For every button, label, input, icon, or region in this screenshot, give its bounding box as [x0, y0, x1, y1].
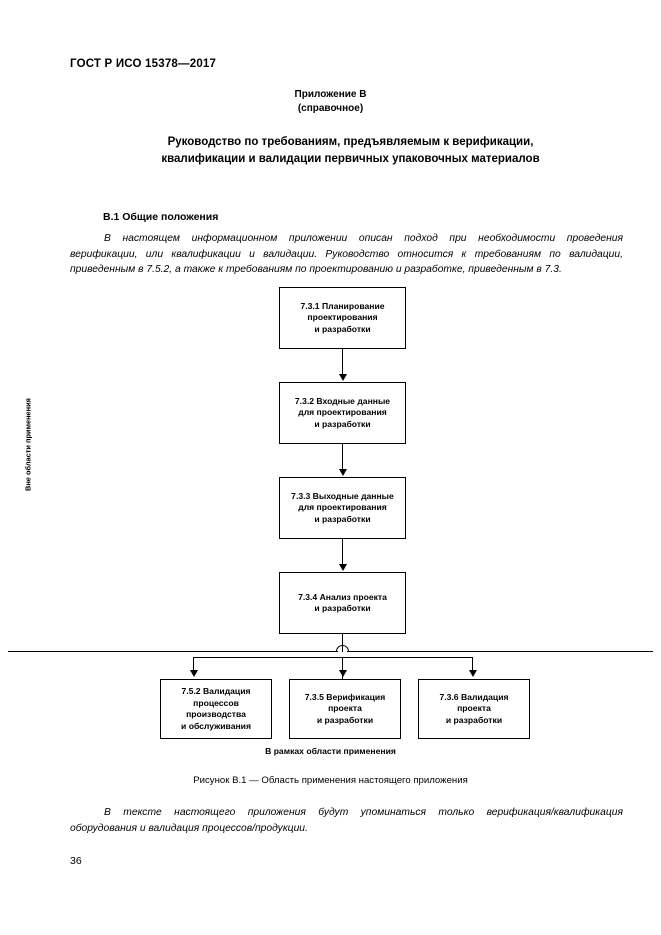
flow-box-design-input: 7.3.2 Входные данные для проектирования …	[279, 382, 406, 444]
flow-box-design-verification-line-3: и разработки	[316, 714, 374, 725]
arrowhead-to-review-icon	[338, 564, 347, 571]
connector-review-trunk-lower	[342, 657, 344, 679]
annex-main-title: Руководство по требованиям, предъявляемы…	[85, 134, 616, 168]
flow-box-design-validation: 7.3.6 Валидация проекта и разработки	[418, 679, 530, 739]
connector-input-to-output	[342, 444, 344, 470]
arrowhead-to-input-icon	[338, 374, 347, 381]
flow-box-design-verification-line-1: 7.3.5 Верификация	[304, 691, 386, 702]
flow-box-design-review-line-1: 7.3.4 Анализ проекта	[298, 591, 387, 602]
flow-box-planning-line-3: и разработки	[314, 323, 371, 334]
figure-caption: Рисунок В.1 — Область применения настоящ…	[193, 775, 468, 786]
flow-box-process-validation-line-2: процессов	[193, 697, 239, 708]
flow-box-design-input-line-2: для проектирования	[298, 407, 387, 418]
figure-flowchart: Вне области применения 7.3.1 Планировани…	[0, 280, 661, 780]
flow-box-planning-line-2: проектирования	[307, 312, 378, 323]
flow-box-design-verification: 7.3.5 Верификация проекта и разработки	[289, 679, 401, 739]
page-number: 36	[70, 855, 82, 867]
flow-box-process-validation-line-4: и обслуживания	[181, 720, 251, 731]
arrowhead-to-design-validation-icon	[468, 670, 477, 677]
connector-output-to-review	[342, 539, 344, 565]
arrowhead-to-design-verification-icon	[338, 670, 347, 677]
flow-box-planning-line-1: 7.3.1 Планирование	[300, 300, 385, 311]
arrowhead-to-process-validation-icon	[189, 670, 198, 677]
branch-stem-right	[472, 657, 474, 671]
scope-divider-right	[347, 651, 653, 653]
document-standard-header: ГОСТ Р ИСО 15378—2017	[70, 58, 217, 70]
flow-box-design-review: 7.3.4 Анализ проекта и разработки	[279, 572, 406, 634]
scope-label-outside: Вне области применения	[23, 398, 33, 491]
flow-box-design-output: 7.3.3 Выходные данные для проектирования…	[279, 477, 406, 539]
branch-distribution-bar	[193, 657, 473, 659]
annex-label: Приложение В	[294, 89, 367, 100]
outro-paragraph: В тексте настоящего приложения будут упо…	[70, 807, 623, 834]
flow-box-design-verification-line-2: проекта	[328, 703, 362, 714]
flow-box-design-output-line-2: для проектирования	[298, 502, 387, 513]
connector-planning-to-input	[342, 349, 344, 375]
annex-title-line-2: квалификации и валидации первичных упако…	[161, 153, 540, 165]
branch-stem-left	[193, 657, 195, 671]
annex-kind: (справочное)	[297, 103, 364, 114]
flow-box-design-output-line-3: и разработки	[314, 513, 371, 524]
arrowhead-to-output-icon	[338, 469, 347, 476]
flow-box-planning: 7.3.1 Планирование проектирования и разр…	[279, 287, 406, 349]
flow-box-process-validation-line-3: производства	[186, 709, 246, 719]
flow-box-design-validation-line-1: 7.3.6 Валидация	[439, 691, 509, 702]
flow-box-design-review-line-2: и разработки	[314, 603, 371, 613]
line-jump-arc-icon	[336, 645, 349, 652]
connector-review-trunk-upper	[342, 634, 344, 652]
flow-box-process-validation: 7.5.2 Валидация процессов производства и…	[160, 679, 272, 739]
flow-box-design-output-line-1: 7.3.3 Выходные данные	[291, 490, 394, 501]
flow-box-design-validation-line-3: и разработки	[445, 714, 503, 725]
scope-label-inside: В рамках области применения	[265, 746, 396, 756]
scope-divider-left	[8, 651, 338, 653]
intro-paragraph: В настоящем информационном приложении оп…	[70, 233, 623, 275]
section-heading-b1: В.1 Общие положения	[103, 211, 219, 223]
flow-box-design-input-line-3: и разработки	[314, 418, 371, 429]
annex-heading-block: Приложение В (справочное)	[0, 88, 661, 116]
flow-box-design-input-line-1: 7.3.2 Входные данные	[294, 395, 391, 406]
flow-box-design-validation-line-2: проекта	[457, 703, 491, 714]
annex-title-line-1: Руководство по требованиям, предъявляемы…	[167, 136, 534, 148]
flow-box-process-validation-line-1: 7.5.2 Валидация	[181, 686, 251, 696]
